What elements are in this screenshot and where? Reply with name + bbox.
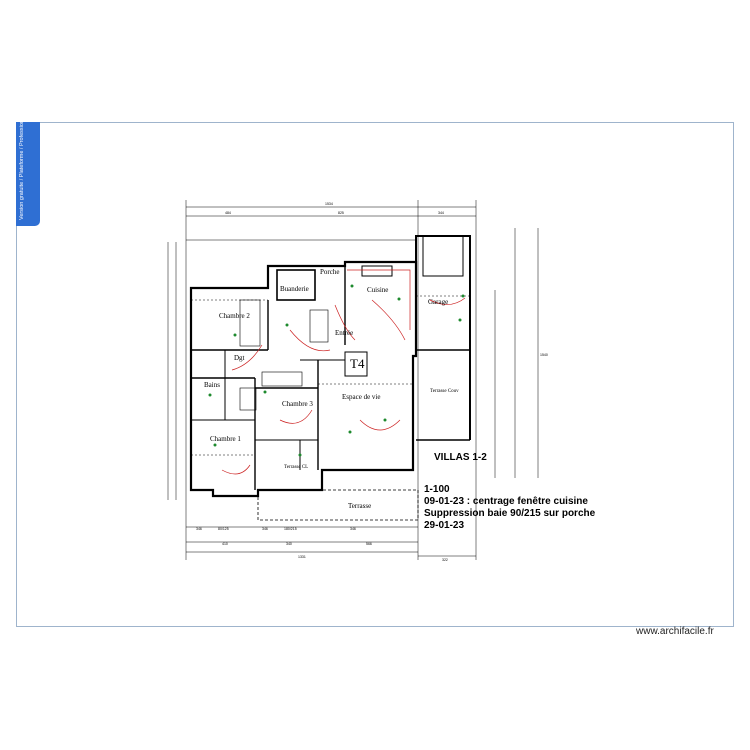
dim-bot1-a: 346 (196, 527, 202, 531)
dim-right-overall: 1540 (540, 353, 548, 357)
t4-label: T4 (350, 356, 365, 371)
dim-bot1-c: 346 (262, 527, 268, 531)
room-terrasse-cl: Terrasse CL (284, 465, 308, 470)
dim-bot1-d: 180/215 (284, 527, 297, 531)
room-chambre1: Chambre 1 (210, 435, 241, 443)
dimension-texts: 1534 484 825 344 346 80/125 346 180/215 … (196, 202, 548, 562)
scale-label: 1-100 (424, 484, 450, 495)
room-terrasse-couv: Terrasse Couv (430, 389, 459, 394)
room-garage: Garage (428, 298, 448, 306)
dim-top-overall: 1534 (325, 202, 333, 206)
revision-note-2: Suppression baie 90/215 sur porche (424, 508, 596, 519)
version-side-tab[interactable]: Version gratuite / Plateforme / Professi… (16, 113, 40, 226)
room-espace-vie: Espace de vie (342, 393, 380, 401)
dim-top-b: 825 (338, 211, 344, 215)
dim-top-c: 344 (438, 211, 444, 215)
watermark-link[interactable]: www.archifacile.fr (636, 626, 714, 637)
room-cuisine: Cuisine (367, 286, 388, 294)
revision-note-3: 29-01-23 (424, 520, 465, 531)
electrical-wiring (221, 269, 466, 475)
drawing-frame (16, 122, 734, 627)
walls (189, 235, 471, 521)
room-buanderie: Buanderie (280, 285, 309, 293)
room-entree: Entrée (335, 329, 353, 337)
room-bains: Bains (204, 381, 220, 389)
dim-bottom-overall: 1331 (298, 555, 306, 559)
dim-bot1-b: 80/125 (218, 527, 229, 531)
room-labels: Buanderie Porche Cuisine Garage Chambre … (204, 268, 459, 510)
electrical-points (208, 284, 465, 457)
dim-bottom-right: 322 (442, 558, 448, 562)
dim-bot2-c: 566 (366, 542, 372, 546)
room-porche: Porche (320, 268, 339, 276)
revision-note-1: 09-01-23 : centrage fenêtre cuisine (424, 496, 588, 507)
room-dgt: Dgt (234, 354, 245, 362)
room-chambre2: Chambre 2 (219, 312, 250, 320)
room-chambre3: Chambre 3 (282, 400, 313, 408)
villas-label: VILLAS 1-2 (434, 452, 487, 463)
dim-top-a: 484 (225, 211, 231, 215)
dim-bot1-e: 346 (350, 527, 356, 531)
dim-bot2-b: 340 (286, 542, 292, 546)
dim-bot2-a: 410 (222, 542, 228, 546)
room-terrasse: Terrasse (348, 502, 371, 510)
